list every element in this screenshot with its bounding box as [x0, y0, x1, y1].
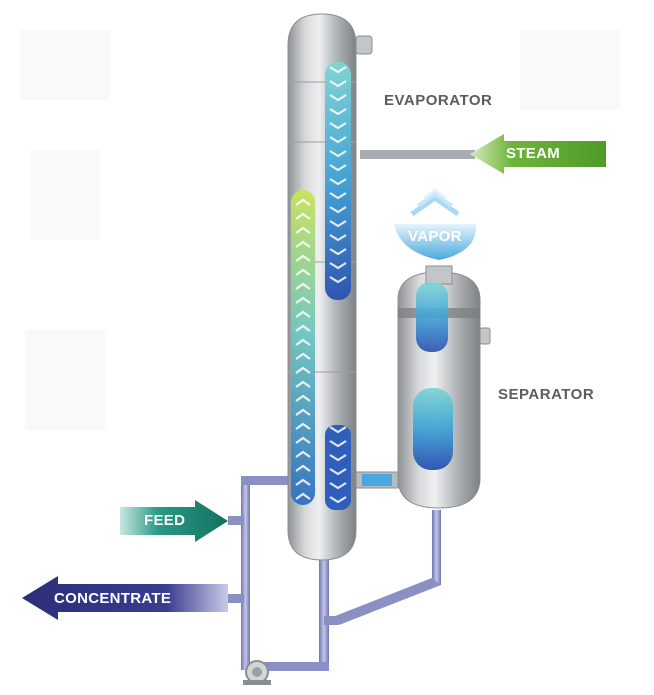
flow-chevron: [295, 212, 311, 220]
flow-chevron: [295, 394, 311, 402]
flow-chevron: [295, 198, 311, 206]
piping: [228, 150, 475, 671]
flow-chevron: [295, 240, 311, 248]
flow-chevron: [329, 94, 347, 102]
flow-chevron: [295, 268, 311, 276]
flow-chevron: [329, 178, 347, 186]
flow-chevron: [329, 108, 347, 116]
separator-label: SEPARATOR: [498, 386, 595, 403]
flow-chevron: [329, 262, 347, 270]
flow-chevron: [295, 450, 311, 458]
flow-chevron: [295, 324, 311, 332]
pump-icon: [243, 660, 271, 685]
flow-chevron: [329, 426, 347, 434]
flow-chevron: [329, 220, 347, 228]
flow-chevron: [329, 80, 347, 88]
flow-chevron: [329, 496, 347, 504]
evaporator-vessel: [287, 13, 373, 561]
flow-chevron: [329, 454, 347, 462]
flow-chevron: [329, 248, 347, 256]
flow-chevron: [329, 468, 347, 476]
flow-chevron: [295, 464, 311, 472]
flow-chevron: [329, 66, 347, 74]
flow-chevron: [295, 254, 311, 262]
flow-chevron: [295, 352, 311, 360]
flow-chevron: [329, 440, 347, 448]
flow-chevron: [295, 226, 311, 234]
flow-chevron: [295, 310, 311, 318]
flow-chevron: [295, 338, 311, 346]
vapor-arrow: [394, 188, 477, 260]
evaporator-label: EVAPORATOR: [384, 92, 493, 109]
flow-chevron: [329, 234, 347, 242]
steam-arrow: [470, 134, 606, 174]
flow-chevron: [329, 150, 347, 158]
flow-chevron: [295, 296, 311, 304]
steam-arrow-label: STEAM: [506, 145, 560, 162]
flow-chevron: [329, 192, 347, 200]
vapor-arrow-label: VAPOR: [408, 228, 462, 245]
flow-chevron: [295, 408, 311, 416]
separator-vessel: [355, 265, 491, 509]
flow-chevron: [329, 136, 347, 144]
flow-chevron: [295, 436, 311, 444]
flow-chevron: [295, 282, 311, 290]
flow-chevron: [295, 478, 311, 486]
flow-chevron: [295, 492, 311, 500]
background-texture: [20, 30, 620, 430]
flow-chevron: [329, 206, 347, 214]
flow-chevron: [295, 422, 311, 430]
flow-chevron: [329, 164, 347, 172]
feed-arrow: [120, 500, 228, 542]
flow-chevron: [295, 380, 311, 388]
flow-chevron: [329, 122, 347, 130]
feed-arrow-label: FEED: [144, 512, 186, 529]
flow-chevron: [295, 366, 311, 374]
concentrate-arrow: [22, 576, 228, 620]
concentrate-arrow-label: CONCENTRATE: [54, 590, 172, 607]
flow-chevron: [329, 482, 347, 490]
flow-chevron: [329, 276, 347, 284]
